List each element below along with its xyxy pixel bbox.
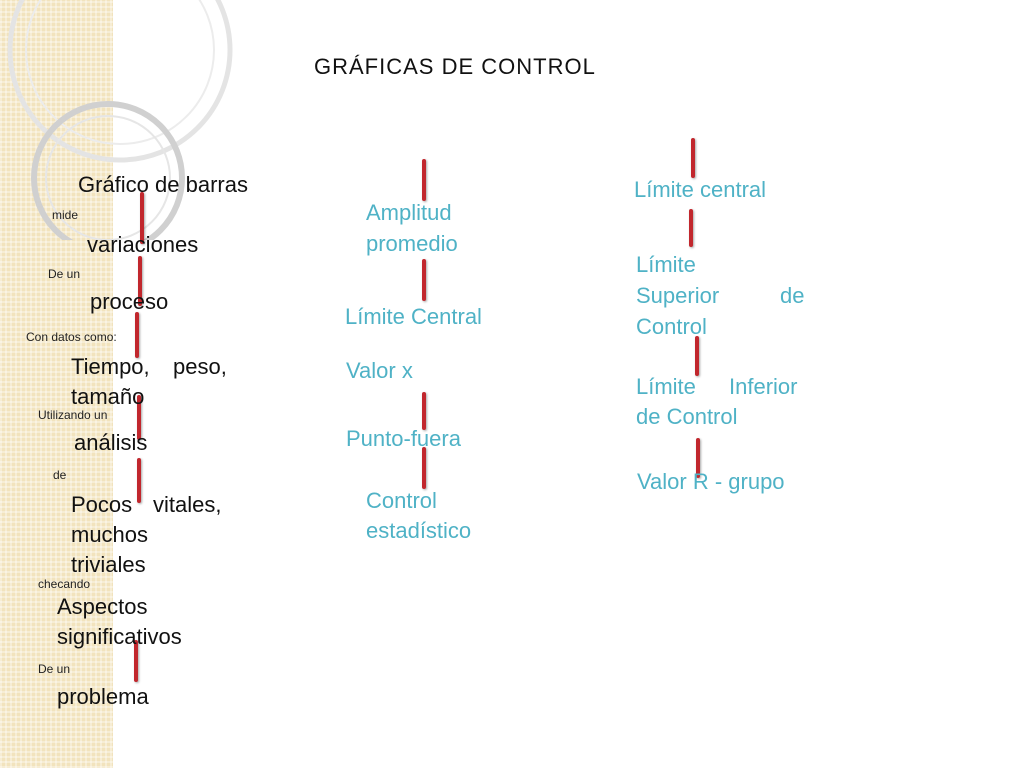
connector-bar <box>137 395 141 440</box>
node-tiempo: Tiempo, <box>71 354 150 379</box>
node-tamano: tamaño <box>71 384 145 409</box>
connector-bar <box>689 209 693 247</box>
node-limite-inferior-1: Límite <box>636 374 696 399</box>
connector-label-de: de <box>53 468 67 482</box>
connector-bar <box>137 458 141 503</box>
connector-label-utilizando-un: Utilizando un <box>38 408 108 422</box>
connector-bar <box>138 256 142 306</box>
node-limite-central-middle: Límite Central <box>345 304 482 329</box>
decorative-circles <box>7 0 233 240</box>
node-aspectos: Aspectos <box>57 594 148 619</box>
connector-bar <box>695 336 699 376</box>
connector-bar <box>422 447 426 489</box>
node-estadistico: estadístico <box>366 518 472 543</box>
connector-bar <box>422 392 426 430</box>
connector-bar <box>134 640 138 682</box>
node-proceso: proceso <box>90 289 169 314</box>
connector-bar <box>691 138 695 178</box>
connector-bar <box>422 159 426 201</box>
page-title: GRÁFICAS DE CONTROL <box>314 54 596 79</box>
connector-bar <box>422 259 426 301</box>
node-peso: peso, <box>173 354 227 379</box>
node-superior: Superior <box>636 283 720 308</box>
node-control: Control <box>366 488 437 513</box>
connector-label-checando: checando <box>38 577 91 591</box>
node-vitales: vitales, <box>153 492 222 517</box>
connector-label-mide: mide <box>52 208 79 222</box>
connector-bar <box>135 312 139 358</box>
node-limite-central-right: Límite central <box>634 177 767 202</box>
node-valor-r-grupo: Valor R - grupo <box>637 469 785 494</box>
node-triviales: triviales <box>71 552 146 577</box>
node-superior-control: Control <box>636 314 707 339</box>
connector-bar <box>140 192 144 244</box>
connector-bar <box>696 438 700 478</box>
connector-label-de-un: De un <box>48 267 81 281</box>
node-pocos: Pocos <box>71 492 133 517</box>
node-analisis: análisis <box>74 430 148 455</box>
node-punto-fuera: Punto-fuera <box>346 426 461 451</box>
node-valor-x: Valor x <box>346 358 413 383</box>
connector-label-con-datos-como: Con datos como: <box>26 330 117 344</box>
node-variaciones: variaciones <box>87 232 199 257</box>
node-promedio: promedio <box>366 231 458 256</box>
node-limite-superior-1: Límite <box>636 252 696 277</box>
node-amplitud: Amplitud <box>366 200 452 225</box>
node-problema: problema <box>57 684 149 709</box>
node-superior-de: de <box>780 283 805 308</box>
node-muchos: muchos <box>71 522 149 547</box>
node-significativos: significativos <box>57 624 182 649</box>
node-inferior-de-control: de Control <box>636 404 738 429</box>
connector-label-de-un-2: De un <box>38 662 71 676</box>
node-grafico-de-barras: Gráfico de barras <box>78 172 248 197</box>
node-inferior: Inferior <box>729 374 798 399</box>
